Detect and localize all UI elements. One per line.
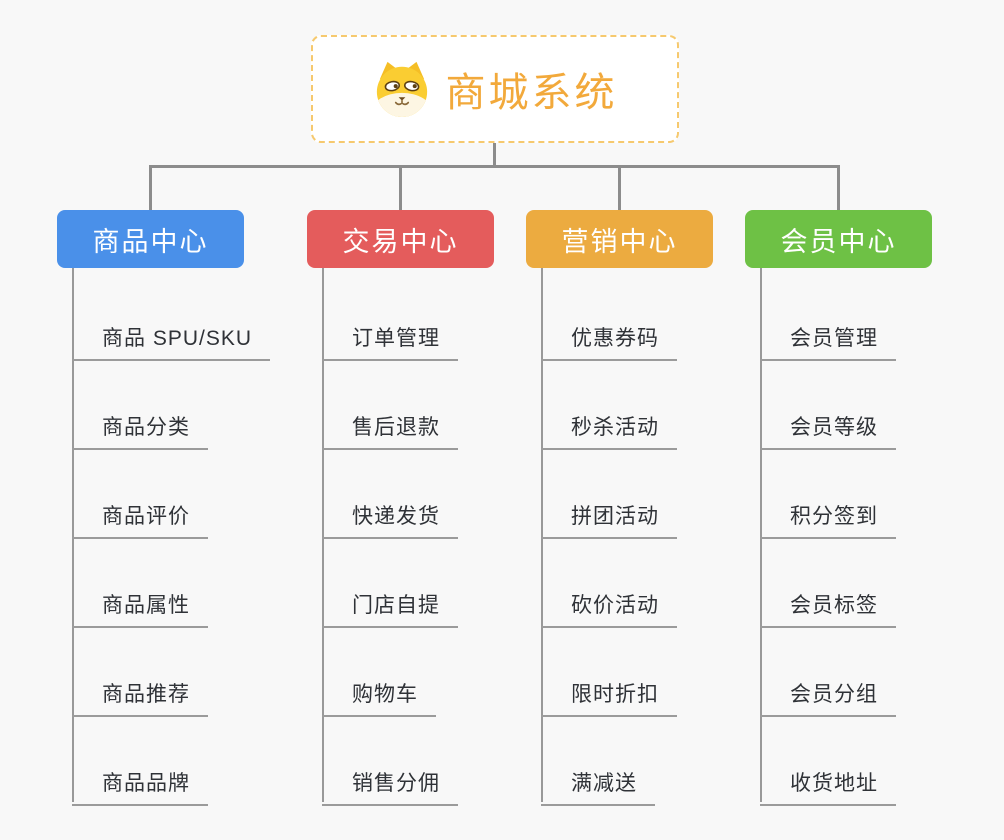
branch-node-trade-center[interactable]: 交易中心 bbox=[307, 210, 494, 268]
branch-node-label: 会员中心 bbox=[780, 226, 897, 257]
connector-trunk-product bbox=[72, 268, 74, 802]
leaf-topic[interactable]: 商品品牌 bbox=[72, 767, 208, 806]
connector-drop-product bbox=[149, 165, 152, 211]
leaf-topic[interactable]: 砍价活动 bbox=[541, 589, 677, 628]
connector-trunk-marketing bbox=[541, 268, 543, 802]
leaf-topic[interactable]: 满减送 bbox=[541, 767, 655, 806]
leaf-topic[interactable]: 购物车 bbox=[322, 678, 436, 717]
leaf-topic[interactable]: 会员标签 bbox=[760, 589, 896, 628]
root-node[interactable]: 商城系统 bbox=[311, 35, 679, 143]
connector-bus bbox=[149, 165, 840, 168]
leaf-topic[interactable]: 商品分类 bbox=[72, 411, 208, 450]
connector-trunk-member bbox=[760, 268, 762, 802]
branch-node-member-center[interactable]: 会员中心 bbox=[745, 210, 932, 268]
leaf-topic[interactable]: 销售分佣 bbox=[322, 767, 458, 806]
leaf-topic[interactable]: 商品 SPU/SKU bbox=[72, 322, 271, 361]
branch-node-label: 营销中心 bbox=[561, 226, 678, 257]
leaf-topic[interactable]: 门店自提 bbox=[322, 589, 458, 628]
dog-face-icon bbox=[376, 61, 427, 118]
leaf-topic[interactable]: 积分签到 bbox=[760, 500, 896, 539]
leaf-topic[interactable]: 秒杀活动 bbox=[541, 411, 677, 450]
leaf-topic[interactable]: 会员管理 bbox=[760, 322, 896, 361]
branch-node-label: 商品中心 bbox=[92, 226, 209, 257]
connector-drop-marketing bbox=[618, 165, 621, 211]
branch-node-label: 交易中心 bbox=[342, 226, 459, 257]
leaf-topic[interactable]: 商品推荐 bbox=[72, 678, 208, 717]
connector-drop-member bbox=[837, 165, 840, 211]
leaf-topic[interactable]: 商品属性 bbox=[72, 589, 208, 628]
leaf-topic[interactable]: 商品评价 bbox=[72, 500, 208, 539]
connector-root-stub bbox=[493, 141, 496, 167]
leaf-topic[interactable]: 订单管理 bbox=[322, 322, 458, 361]
leaf-topic[interactable]: 限时折扣 bbox=[541, 678, 677, 717]
leaf-topic[interactable]: 拼团活动 bbox=[541, 500, 677, 539]
connector-trunk-trade bbox=[322, 268, 324, 802]
leaf-topic[interactable]: 优惠券码 bbox=[541, 322, 677, 361]
leaf-topic[interactable]: 快递发货 bbox=[322, 500, 458, 539]
branch-node-product-center[interactable]: 商品中心 bbox=[57, 210, 244, 268]
leaf-topic[interactable]: 会员分组 bbox=[760, 678, 896, 717]
connector-drop-trade bbox=[399, 165, 402, 211]
branch-node-marketing-center[interactable]: 营销中心 bbox=[526, 210, 713, 268]
root-node-label: 商城系统 bbox=[445, 71, 618, 115]
leaf-topic[interactable]: 收货地址 bbox=[760, 767, 896, 806]
leaf-topic[interactable]: 售后退款 bbox=[322, 411, 458, 450]
leaf-topic[interactable]: 会员等级 bbox=[760, 411, 896, 450]
